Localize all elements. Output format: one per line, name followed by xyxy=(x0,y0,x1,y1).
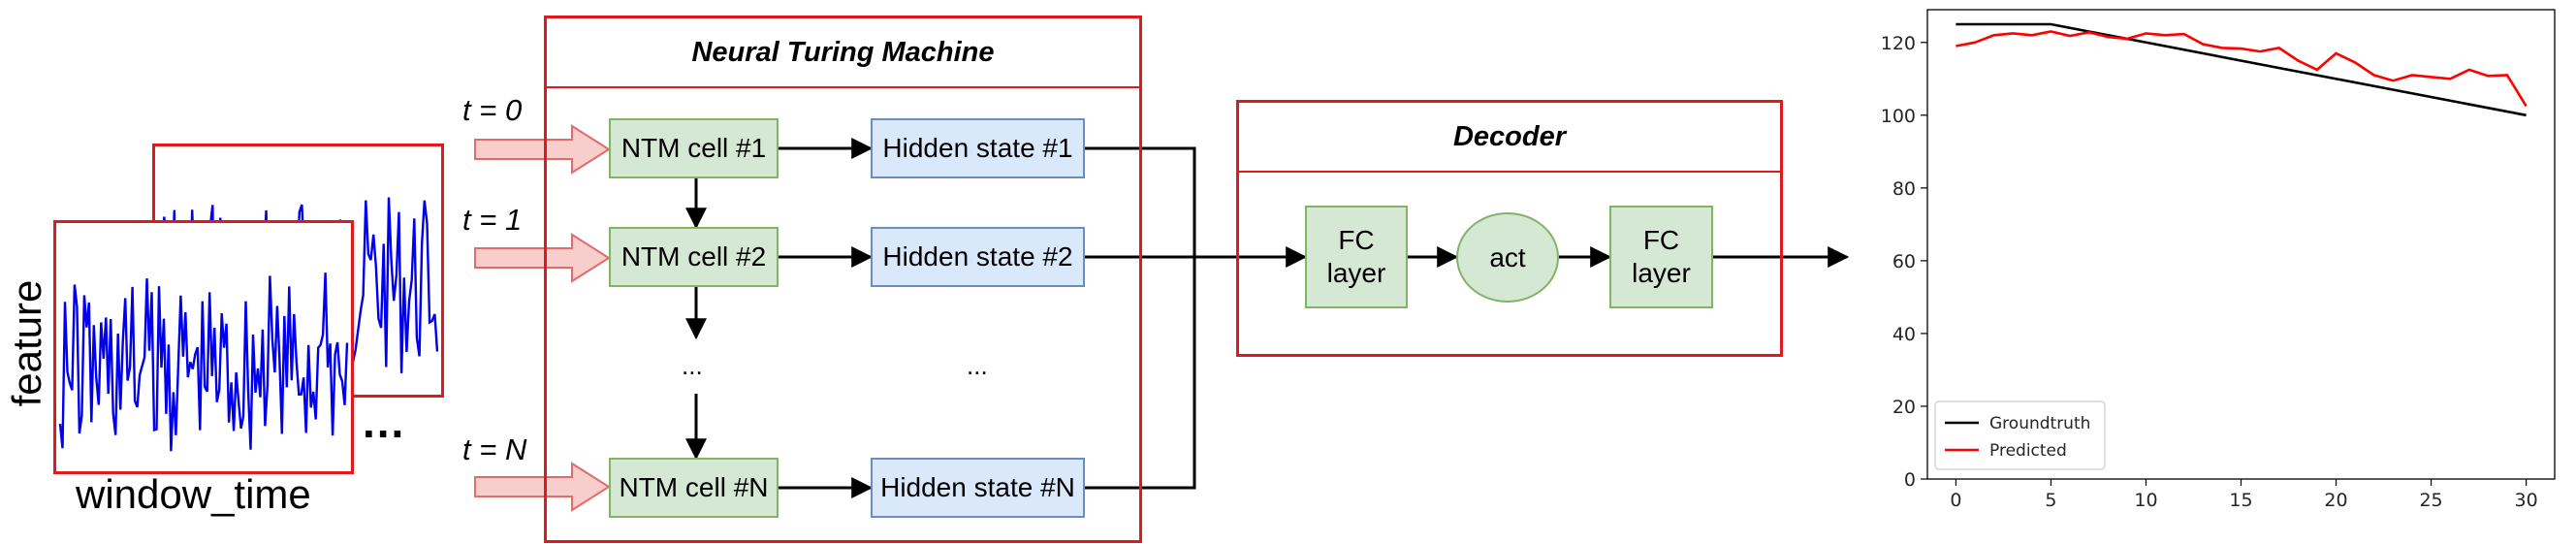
x-tick-label: 10 xyxy=(2134,490,2157,511)
y-tick-label: 80 xyxy=(1892,178,1916,200)
x-tick-label: 20 xyxy=(2324,490,2347,511)
activation-node: act xyxy=(1456,212,1559,303)
fc-layer-1: FC layer xyxy=(1305,206,1408,308)
legend-label: Groundtruth xyxy=(1989,414,2090,433)
hidden-state-ellipsis: ... xyxy=(967,351,988,380)
series-line-predicted xyxy=(1956,30,2528,108)
y-tick-label: 40 xyxy=(1892,324,1916,345)
decoder-title: Decoder xyxy=(1239,103,1780,173)
ntm-cell-n: NTM cell #N xyxy=(609,458,779,518)
y-tick-label: 100 xyxy=(1881,106,1916,127)
ntm-title: Neural Turing Machine xyxy=(547,18,1139,88)
series-line-groundtruth xyxy=(1956,22,2527,117)
hidden-state-1: Hidden state #1 xyxy=(871,118,1085,178)
legend-label: Predicted xyxy=(1989,441,2067,461)
feature-axis-label: feature xyxy=(4,279,49,407)
signal-panel-front xyxy=(53,220,354,474)
x-tick-label: 30 xyxy=(2514,490,2537,511)
y-tick-label: 60 xyxy=(1892,251,1916,272)
window-time-axis-label: window_time xyxy=(76,471,311,517)
input-arrow-t1 xyxy=(474,233,611,283)
input-arrow-t0 xyxy=(474,124,611,175)
ntm-cell-1: NTM cell #1 xyxy=(609,118,779,178)
signal-plot-front xyxy=(58,272,349,452)
more-windows-ellipsis: ... xyxy=(363,397,406,447)
line-hiddenn-bus xyxy=(1085,257,1196,490)
time-label-tn: t = N xyxy=(462,432,527,466)
y-tick-label: 120 xyxy=(1881,33,1916,54)
fc-layer-2: FC layer xyxy=(1609,206,1713,308)
hidden-state-n: Hidden state #N xyxy=(871,458,1085,518)
ntm-cell-ellipsis: ... xyxy=(682,351,703,380)
input-arrow-tn xyxy=(474,462,611,512)
ntm-frame: Neural Turing Machine xyxy=(544,16,1142,543)
y-tick-label: 20 xyxy=(1892,397,1916,418)
y-tick-label: 0 xyxy=(1904,469,1916,491)
x-tick-label: 0 xyxy=(1950,490,1961,511)
signal-trace xyxy=(58,272,349,452)
output-line-chart: 0 5 10 15 20 25 30 0 20 40 60 80 100 120GroundtruthPr… xyxy=(1881,9,2556,511)
x-tick-label: 5 xyxy=(2045,490,2056,511)
x-tick-label: 25 xyxy=(2419,490,2442,511)
decoder-frame: Decoder xyxy=(1236,100,1783,357)
ntm-cell-2: NTM cell #2 xyxy=(609,227,779,287)
time-label-t1: t = 1 xyxy=(462,203,523,237)
x-tick-label: 15 xyxy=(2229,490,2252,511)
chart-legend xyxy=(1934,400,2106,470)
line-hidden1-bus xyxy=(1085,146,1196,257)
hidden-state-2: Hidden state #2 xyxy=(871,227,1085,287)
time-label-t0: t = 0 xyxy=(462,93,523,127)
